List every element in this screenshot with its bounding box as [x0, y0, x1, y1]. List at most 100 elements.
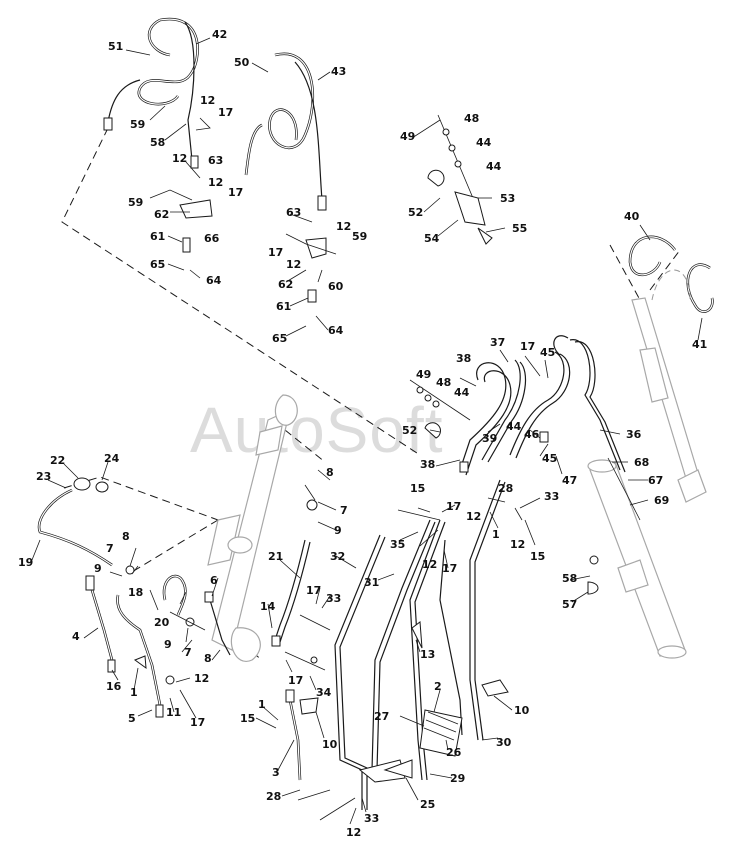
hose-group-left — [37, 477, 231, 718]
callout-17: 17 — [306, 584, 321, 597]
callout-19: 19 — [18, 556, 33, 569]
callout-63: 63 — [208, 154, 223, 167]
callout-31: 31 — [364, 576, 379, 589]
callout-29: 29 — [450, 772, 465, 785]
callout-59: 59 — [128, 196, 143, 209]
callout-57: 57 — [562, 598, 577, 611]
callout-33: 33 — [326, 592, 341, 605]
callout-44: 44 — [486, 160, 502, 173]
callout-54: 54 — [424, 232, 440, 245]
watermark: AutoSoft — [190, 394, 444, 466]
callout-1: 1 — [258, 698, 266, 711]
callout-15: 15 — [410, 482, 425, 495]
callout-17: 17 — [446, 500, 461, 513]
callout-17: 17 — [520, 340, 535, 353]
callout-30: 30 — [496, 736, 512, 749]
callout-59: 59 — [130, 118, 145, 131]
callout-12: 12 — [510, 538, 525, 551]
callout-28: 28 — [266, 790, 281, 803]
callout-12: 12 — [336, 220, 351, 233]
callout-37: 37 — [490, 336, 505, 349]
callout-12: 12 — [346, 826, 361, 839]
callout-17: 17 — [442, 562, 457, 575]
callout-64: 64 — [328, 324, 344, 337]
callout-33: 33 — [364, 812, 379, 825]
callout-68: 68 — [634, 456, 649, 469]
callout-45: 45 — [540, 346, 555, 359]
callout-51: 51 — [108, 40, 123, 53]
callout-12: 12 — [200, 94, 215, 107]
callout-65: 65 — [272, 332, 287, 345]
callout-9: 9 — [334, 524, 342, 537]
callout-24: 24 — [104, 452, 120, 465]
callout-12: 12 — [466, 510, 481, 523]
hose-assembly-upper-middle — [244, 52, 327, 303]
callout-62: 62 — [154, 208, 169, 221]
callout-17: 17 — [190, 716, 205, 729]
callout-11: 11 — [166, 706, 181, 719]
callout-69: 69 — [654, 494, 669, 507]
callout-8: 8 — [326, 466, 334, 479]
callout-9: 9 — [164, 638, 172, 651]
callout-8: 8 — [122, 530, 130, 543]
callout-44: 44 — [454, 386, 470, 399]
callout-12: 12 — [194, 672, 209, 685]
callout-39: 39 — [482, 432, 497, 445]
leader-lines — [31, 37, 703, 825]
callout-7: 7 — [340, 504, 348, 517]
callout-9: 9 — [94, 562, 102, 575]
callout-labels: 51 42 50 43 12 17 59 58 12 63 12 17 59 6… — [18, 28, 707, 839]
callout-38: 38 — [420, 458, 435, 471]
callout-33: 33 — [544, 490, 559, 503]
callout-67: 67 — [648, 474, 663, 487]
hose-bundle-right — [409, 335, 626, 476]
callout-52: 52 — [408, 206, 423, 219]
callout-27: 27 — [374, 710, 389, 723]
callout-35: 35 — [390, 538, 405, 551]
callout-58: 58 — [150, 136, 165, 149]
callout-7: 7 — [106, 542, 114, 555]
callout-26: 26 — [446, 746, 462, 759]
callout-17: 17 — [288, 674, 303, 687]
hydraulic-cylinder-right — [587, 269, 707, 659]
callout-47: 47 — [562, 474, 577, 487]
callout-15: 15 — [530, 550, 545, 563]
callout-38: 38 — [456, 352, 471, 365]
hydraulic-cylinder-central — [207, 394, 298, 662]
callout-36: 36 — [626, 428, 642, 441]
callout-64: 64 — [206, 274, 222, 287]
steel-tubes-center — [334, 479, 509, 810]
callout-17: 17 — [218, 106, 233, 119]
callout-50: 50 — [234, 56, 250, 69]
callout-1: 1 — [130, 686, 138, 699]
callout-43: 43 — [331, 65, 346, 78]
callout-13: 13 — [420, 648, 435, 661]
hose-21-and-fittings — [271, 484, 356, 821]
hose-loop-right — [628, 235, 714, 313]
callout-61: 61 — [150, 230, 165, 243]
callout-49: 49 — [416, 368, 431, 381]
hose-assembly-upper-left — [103, 17, 213, 253]
callout-34: 34 — [316, 686, 332, 699]
fitting-group-upper-right — [427, 114, 493, 245]
callout-16: 16 — [106, 680, 122, 693]
callout-60: 60 — [328, 280, 344, 293]
callout-21: 21 — [268, 550, 283, 563]
callout-12: 12 — [208, 176, 223, 189]
callout-17: 17 — [228, 186, 243, 199]
callout-15: 15 — [240, 712, 255, 725]
callout-41: 41 — [692, 338, 707, 351]
callout-23: 23 — [36, 470, 51, 483]
callout-46: 46 — [524, 428, 540, 441]
callout-14: 14 — [260, 600, 276, 613]
callout-32: 32 — [330, 550, 345, 563]
callout-42: 42 — [212, 28, 227, 41]
callout-48: 48 — [464, 112, 479, 125]
callout-63: 63 — [286, 206, 301, 219]
callout-4: 4 — [72, 630, 80, 643]
callout-12: 12 — [172, 152, 187, 165]
callout-20: 20 — [154, 616, 170, 629]
callout-44: 44 — [476, 136, 492, 149]
callout-40: 40 — [624, 210, 640, 223]
